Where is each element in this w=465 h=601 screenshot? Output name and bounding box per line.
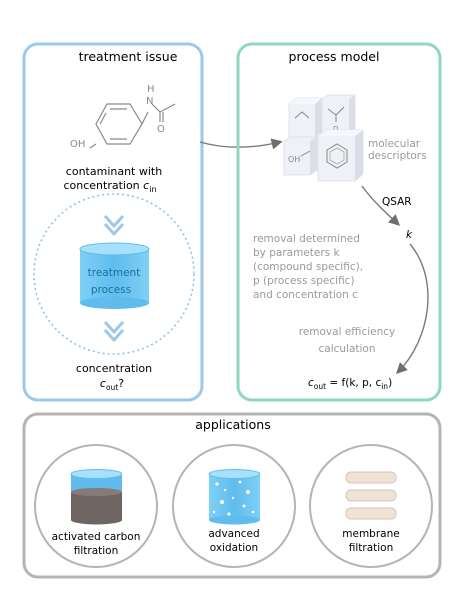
output-concentration-label: concentration	[76, 362, 152, 375]
activated-carbon-circle	[34, 444, 158, 568]
treatment-cylinder	[79, 242, 150, 309]
app-label-activated-carbon-2: filtration	[74, 545, 119, 557]
applications-panel	[22, 412, 442, 579]
process-model-panel	[236, 42, 442, 402]
removal-description: removal determined by parameters k (comp…	[253, 233, 363, 301]
activated-carbon-cylinder	[70, 469, 123, 525]
applications-title: applications	[195, 417, 270, 432]
cube-fragment-amine	[288, 97, 323, 139]
svg-text:OH: OH	[288, 155, 300, 164]
contaminant-to-model-arrow	[199, 138, 283, 150]
qsar-label: QSAR	[382, 196, 412, 208]
svg-text:and concentration c: and concentration c	[253, 289, 358, 301]
qsar-arrow	[361, 185, 401, 226]
app-label-advanced-oxidation-1: advanced	[208, 528, 259, 540]
treatment-issue-title: treatment issue	[79, 49, 178, 64]
formula: cout = f(k, p, cin)	[308, 377, 392, 391]
app-label-advanced-oxidation-2: oxidation	[210, 542, 258, 554]
treatment-issue-panel	[22, 42, 204, 402]
svg-text:removal determined: removal determined	[253, 233, 360, 245]
advanced-oxidation-circle	[172, 444, 296, 568]
n-label: N	[146, 96, 153, 107]
advanced-oxidation-cylinder	[208, 469, 261, 525]
oh-label: OH	[70, 139, 85, 150]
descriptors-line1: molecular	[368, 138, 421, 150]
k-to-formula-arrow	[396, 243, 429, 374]
descriptors-line2: descriptors	[368, 150, 427, 162]
process-label: process	[91, 284, 131, 296]
o-label: O	[157, 124, 165, 135]
svg-text:(compound specific),: (compound specific),	[253, 261, 363, 273]
process-dotted-circle	[33, 193, 195, 355]
k-label: k	[406, 229, 413, 241]
svg-text:by parameters k: by parameters k	[253, 247, 340, 259]
contaminant-line1: contaminant with	[66, 165, 162, 178]
c-out-label: cout?	[100, 377, 124, 392]
process-model-title: process model	[289, 49, 380, 64]
cube-fragment-carbonyl: O	[321, 94, 356, 136]
cube-fragment-hydroxyl: OH	[283, 136, 318, 176]
app-label-activated-carbon-1: activated carbon	[52, 531, 141, 543]
efficiency-line1: removal efficiency	[299, 326, 396, 338]
nh-label: H	[147, 84, 155, 95]
descriptor-cubes: O OH	[283, 94, 364, 182]
membrane-rolls	[345, 471, 397, 520]
treatment-label: treatment	[88, 267, 141, 279]
chevron-down-icon	[103, 320, 125, 342]
app-label-membrane-1: membrane	[342, 528, 399, 540]
contaminant-line2: concentration cin	[63, 179, 156, 194]
cube-fragment-benzene	[317, 129, 364, 182]
efficiency-line2: calculation	[318, 343, 375, 355]
svg-text:O: O	[333, 125, 339, 133]
svg-text:p (process specific): p (process specific)	[253, 275, 355, 287]
chevron-down-icon	[103, 214, 125, 236]
membrane-filtration-circle	[309, 444, 433, 568]
app-label-membrane-2: filtration	[349, 542, 394, 554]
contaminant-structure	[89, 103, 176, 149]
